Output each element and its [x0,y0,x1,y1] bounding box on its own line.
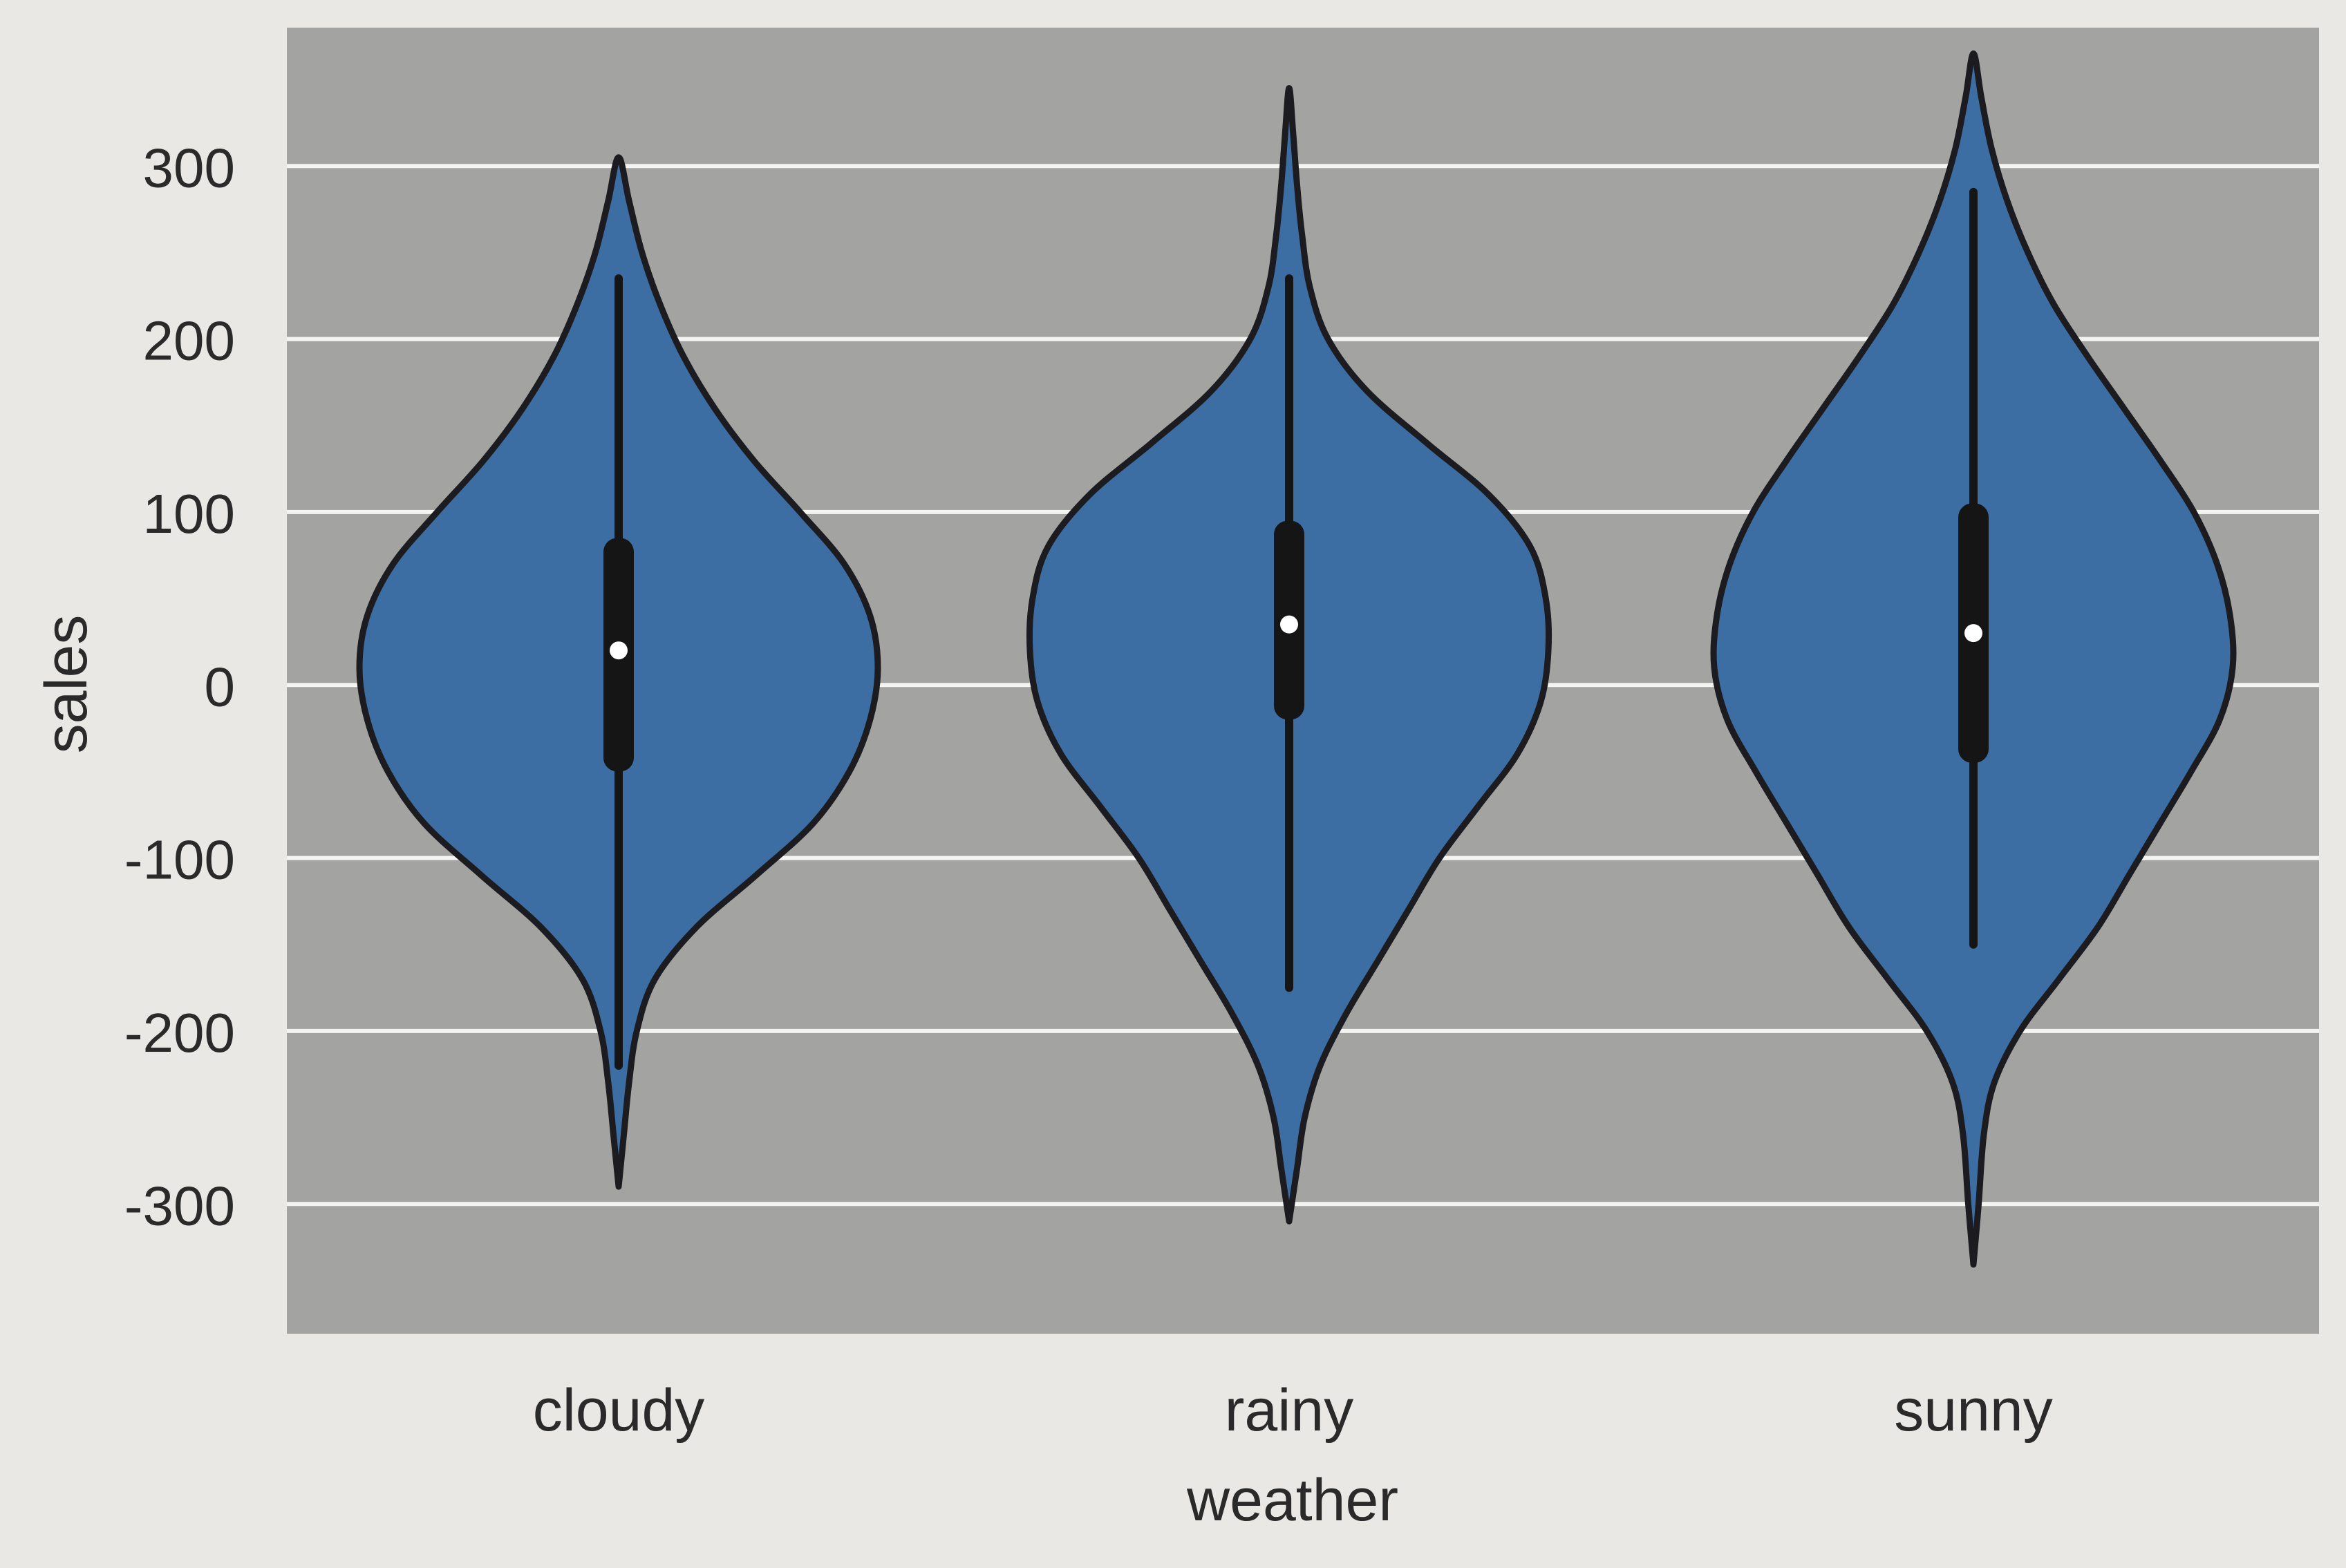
y-tick-label: 100 [143,483,235,545]
y-tick-label: 200 [143,310,235,372]
x-tick-label: sunny [1894,1377,2053,1444]
y-axis-label: sales [33,615,100,754]
y-tick-label: -300 [124,1175,235,1236]
y-tick-label: 0 [205,656,236,717]
y-tick-label: -200 [124,1002,235,1064]
violin-sunny [1710,50,2237,1268]
median-dot [1280,615,1298,634]
x-tick-labels: cloudy rainy sunny [533,1377,2053,1444]
violin-rainy [1026,85,1552,1225]
x-tick-label: rainy [1225,1377,1353,1444]
x-axis-label: weather [1186,1467,1398,1533]
x-tick-label: cloudy [533,1377,705,1444]
violins [356,50,2237,1268]
y-tick-labels: 300 200 100 0 -100 -200 -300 [124,137,235,1236]
violin-cloudy [356,154,881,1190]
y-tick-label: -100 [124,829,235,891]
y-tick-label: 300 [143,137,235,198]
median-dot [1964,624,1982,643]
median-dot [610,641,628,660]
